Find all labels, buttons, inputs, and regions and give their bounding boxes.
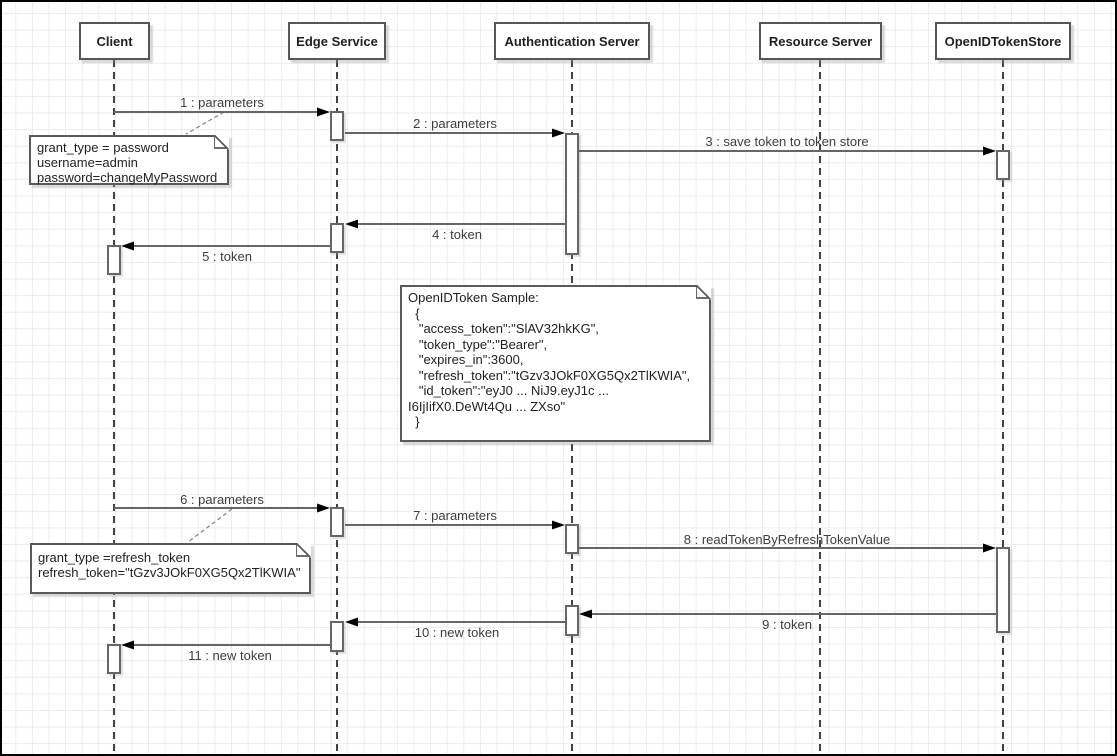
message-8-arrowhead-icon xyxy=(983,543,996,553)
actor-authentication-server-label: Authentication Server xyxy=(504,33,640,49)
message-3-label: 3 : save token to token store xyxy=(705,134,869,149)
note-refresh-token: grant_type =refresh_token refresh_token=… xyxy=(30,543,311,594)
activation-client-2 xyxy=(107,644,121,674)
activation-client-1 xyxy=(107,245,121,275)
activation-edge-3 xyxy=(330,507,344,537)
note-line: } xyxy=(408,414,420,429)
note-line: OpenIDToken Sample: xyxy=(408,290,539,305)
note-line: refresh_token="tGzv3JOkF0XG5Qx2TlKWIA" xyxy=(38,565,301,580)
actor-openidtokenstore: OpenIDTokenStore xyxy=(935,22,1071,60)
note-line: "token_type":"Bearer", xyxy=(408,336,548,352)
note-fold-icon xyxy=(696,285,711,300)
activation-edge-4 xyxy=(330,621,344,652)
message-3-arrowhead-icon xyxy=(983,146,996,156)
actor-authentication-server: Authentication Server xyxy=(494,22,650,60)
message-6-arrowhead-icon xyxy=(317,503,330,513)
actor-openidtokenstore-label: OpenIDTokenStore xyxy=(944,33,1062,49)
message-2-arrowhead-icon xyxy=(552,128,565,138)
note-line: password=changeMyPassword xyxy=(37,170,218,185)
message-5-label: 5 : token xyxy=(202,249,252,264)
message-10-arrowhead-icon xyxy=(345,617,358,627)
note-connector-1 xyxy=(185,111,225,135)
actor-resource-server: Resource Server xyxy=(759,22,882,60)
note-fold-icon xyxy=(296,543,311,558)
actor-client: Client xyxy=(79,22,150,60)
actor-resource-server-label: Resource Server xyxy=(768,33,873,49)
message-5-arrowhead-icon xyxy=(121,241,134,251)
note-fold-icon xyxy=(214,135,229,150)
activation-edge-1 xyxy=(330,111,344,141)
message-1-arrowhead-icon xyxy=(317,107,330,117)
message-9-arrowhead-icon xyxy=(579,609,592,619)
message-1-label: 1 : parameters xyxy=(180,95,264,110)
note-line: "expires_in":3600, xyxy=(408,352,524,367)
note-line: "id_token":"eyJ0 ... NiJ9.eyJ1c ... xyxy=(408,383,609,398)
message-7-arrowhead-icon xyxy=(552,520,565,530)
note-password-grant: grant_type = password username=admin pas… xyxy=(29,135,229,185)
actor-edge-service: Edge Service xyxy=(288,22,386,60)
activation-auth-3 xyxy=(565,605,579,636)
actor-edge-service-label: Edge Service xyxy=(296,33,378,49)
activation-store-1 xyxy=(996,150,1010,180)
message-7-label: 7 : parameters xyxy=(413,508,497,523)
note-line: { xyxy=(408,305,420,321)
note-connector-2 xyxy=(187,508,233,543)
note-line: "refresh_token":"tGzv3JOkF0XG5Qx2TlKWIA"… xyxy=(408,367,691,383)
message-8-label: 8 : readTokenByRefreshTokenValue xyxy=(683,532,891,547)
message-6-label: 6 : parameters xyxy=(180,492,264,507)
activation-edge-2 xyxy=(330,223,344,253)
note-line: I6IjIifX0.DeWt4Qu ... ZXso" xyxy=(408,398,566,414)
note-line: username=admin xyxy=(37,155,138,170)
message-4-arrowhead-icon xyxy=(345,219,358,229)
note-openidtoken-sample: OpenIDToken Sample: { "access_token":"Sl… xyxy=(400,285,711,442)
message-11-arrowhead-icon xyxy=(121,640,134,650)
message-9-label: 9 : token xyxy=(762,617,812,632)
activation-store-2 xyxy=(996,547,1010,633)
message-10-label: 10 : new token xyxy=(414,625,500,640)
actor-client-label: Client xyxy=(96,33,133,49)
message-2-label: 2 : parameters xyxy=(413,116,497,131)
note-line: "access_token":"SlAV32hkKG", xyxy=(408,321,599,336)
activation-auth-1 xyxy=(565,133,579,255)
note-line: grant_type = password xyxy=(37,140,169,155)
message-4-label: 4 : token xyxy=(432,227,482,242)
message-11-label: 11 : new token xyxy=(188,648,272,663)
activation-auth-2 xyxy=(565,524,579,554)
note-line: grant_type =refresh_token xyxy=(38,550,191,565)
